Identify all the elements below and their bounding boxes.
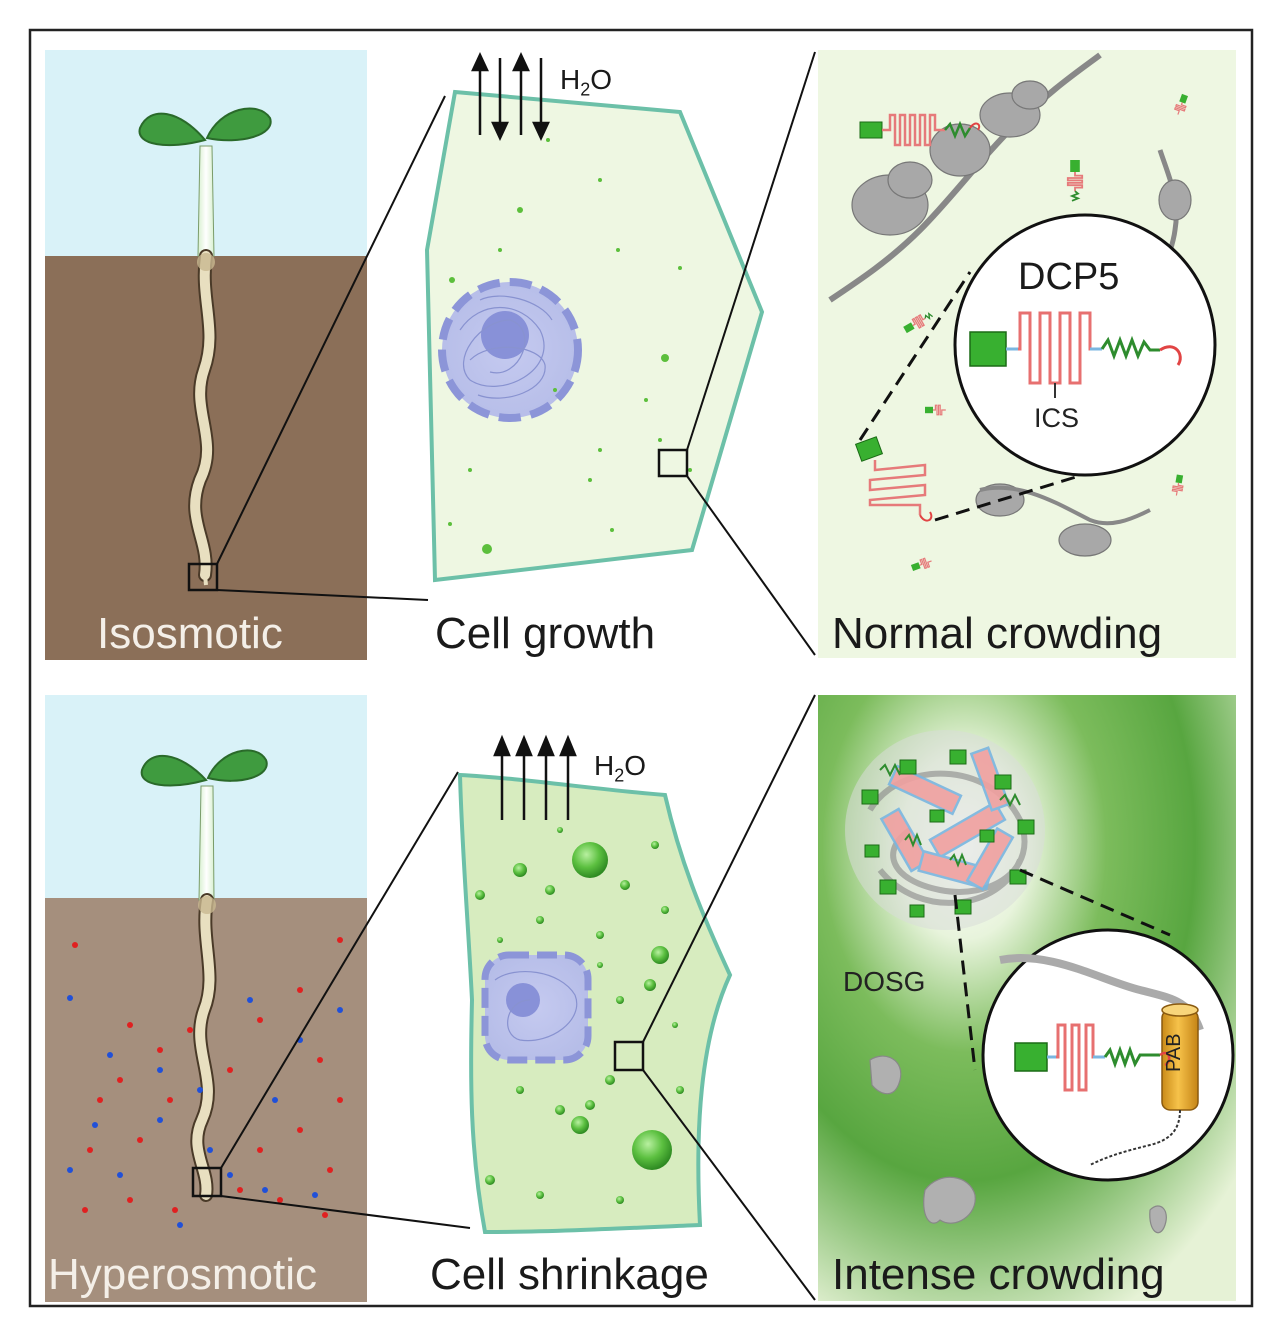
cytoplasm-zoom-box <box>657 448 689 478</box>
intense-crowding-panel <box>818 695 1236 1301</box>
seedling-icon <box>138 107 272 586</box>
isosmotic-label: Isosmotic <box>97 609 283 658</box>
hyperosmotic-label: Hyperosmotic <box>48 1250 317 1299</box>
water-label-h: H <box>560 64 581 95</box>
water-label-sub: 2 <box>580 79 591 100</box>
root-tip-zoom-box <box>187 562 219 592</box>
normal-crowding-label: Normal crowding <box>832 609 1163 658</box>
cytoplasm-zoom-box <box>613 1040 645 1072</box>
dcp5-label: DCP5 <box>1018 256 1120 298</box>
n-terminal-domain-icon <box>969 331 1007 367</box>
water-label: H2O <box>560 66 612 99</box>
dcp5-detail-glyph <box>854 436 933 522</box>
water-arrows-efflux <box>493 734 577 820</box>
osmolyte-ions <box>67 937 343 1228</box>
root-tip-zoom-box <box>191 1166 223 1198</box>
cell-growth-label: Cell growth <box>435 609 656 658</box>
dosg-condensate <box>861 746 1035 918</box>
pab-label: PAB <box>1163 1033 1185 1072</box>
dosg-label: DOSG <box>843 966 926 997</box>
water-label: H2O <box>594 752 646 785</box>
intense-crowding-label: Intense crowding <box>832 1250 1165 1299</box>
water-label-o: O <box>624 750 647 781</box>
water-label-o: O <box>590 64 613 95</box>
cell-shrinkage-label: Cell shrinkage <box>430 1250 709 1299</box>
cell-isosmotic <box>424 89 765 583</box>
dcp5-small-glyph <box>859 113 981 147</box>
water-label-h: H <box>594 750 615 781</box>
cell-hyperosmotic <box>457 772 733 1235</box>
water-arrows-bidirectional <box>471 52 550 141</box>
ics-label: ICS <box>1034 403 1080 433</box>
n-terminal-domain-icon <box>1014 1042 1048 1072</box>
normal-crowding-panel <box>818 50 1236 658</box>
water-label-sub: 2 <box>614 765 625 786</box>
seedling-icon <box>140 749 268 1202</box>
